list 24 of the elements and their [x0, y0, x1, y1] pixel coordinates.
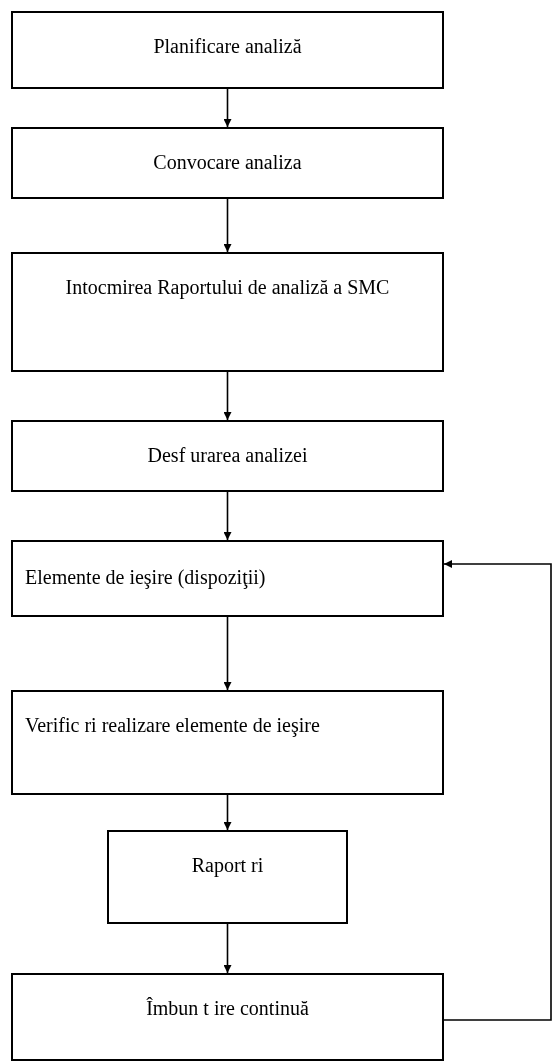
process-box	[11, 690, 444, 795]
arrow	[223, 491, 232, 541]
process-box	[107, 830, 348, 924]
arrow	[223, 616, 232, 691]
process-box	[11, 127, 444, 199]
process-box	[11, 252, 444, 372]
box-label: Îmbun t ire continuă	[145, 996, 310, 1021]
process-box	[11, 420, 444, 492]
box-label: Intocmirea Raportului de analiză a SMC	[64, 275, 391, 301]
process-box	[11, 11, 444, 89]
box-label: Convocare analiza	[152, 150, 303, 175]
arrow	[223, 794, 232, 831]
process-box	[11, 973, 444, 1061]
box-label: Desf urarea analizei	[146, 443, 309, 468]
box-label: Raport ri	[190, 853, 265, 879]
process-box	[11, 540, 444, 617]
box-label: Verific ri realizare elemente de ieşire	[25, 713, 321, 739]
arrow	[223, 88, 232, 128]
arrow	[223, 198, 232, 253]
arrow	[443, 560, 552, 1021]
arrow	[223, 371, 232, 421]
arrow	[223, 923, 232, 974]
box-label: Planificare analiză	[152, 34, 303, 59]
box-label: Elemente de ieşire (dispoziţii)	[25, 565, 267, 591]
